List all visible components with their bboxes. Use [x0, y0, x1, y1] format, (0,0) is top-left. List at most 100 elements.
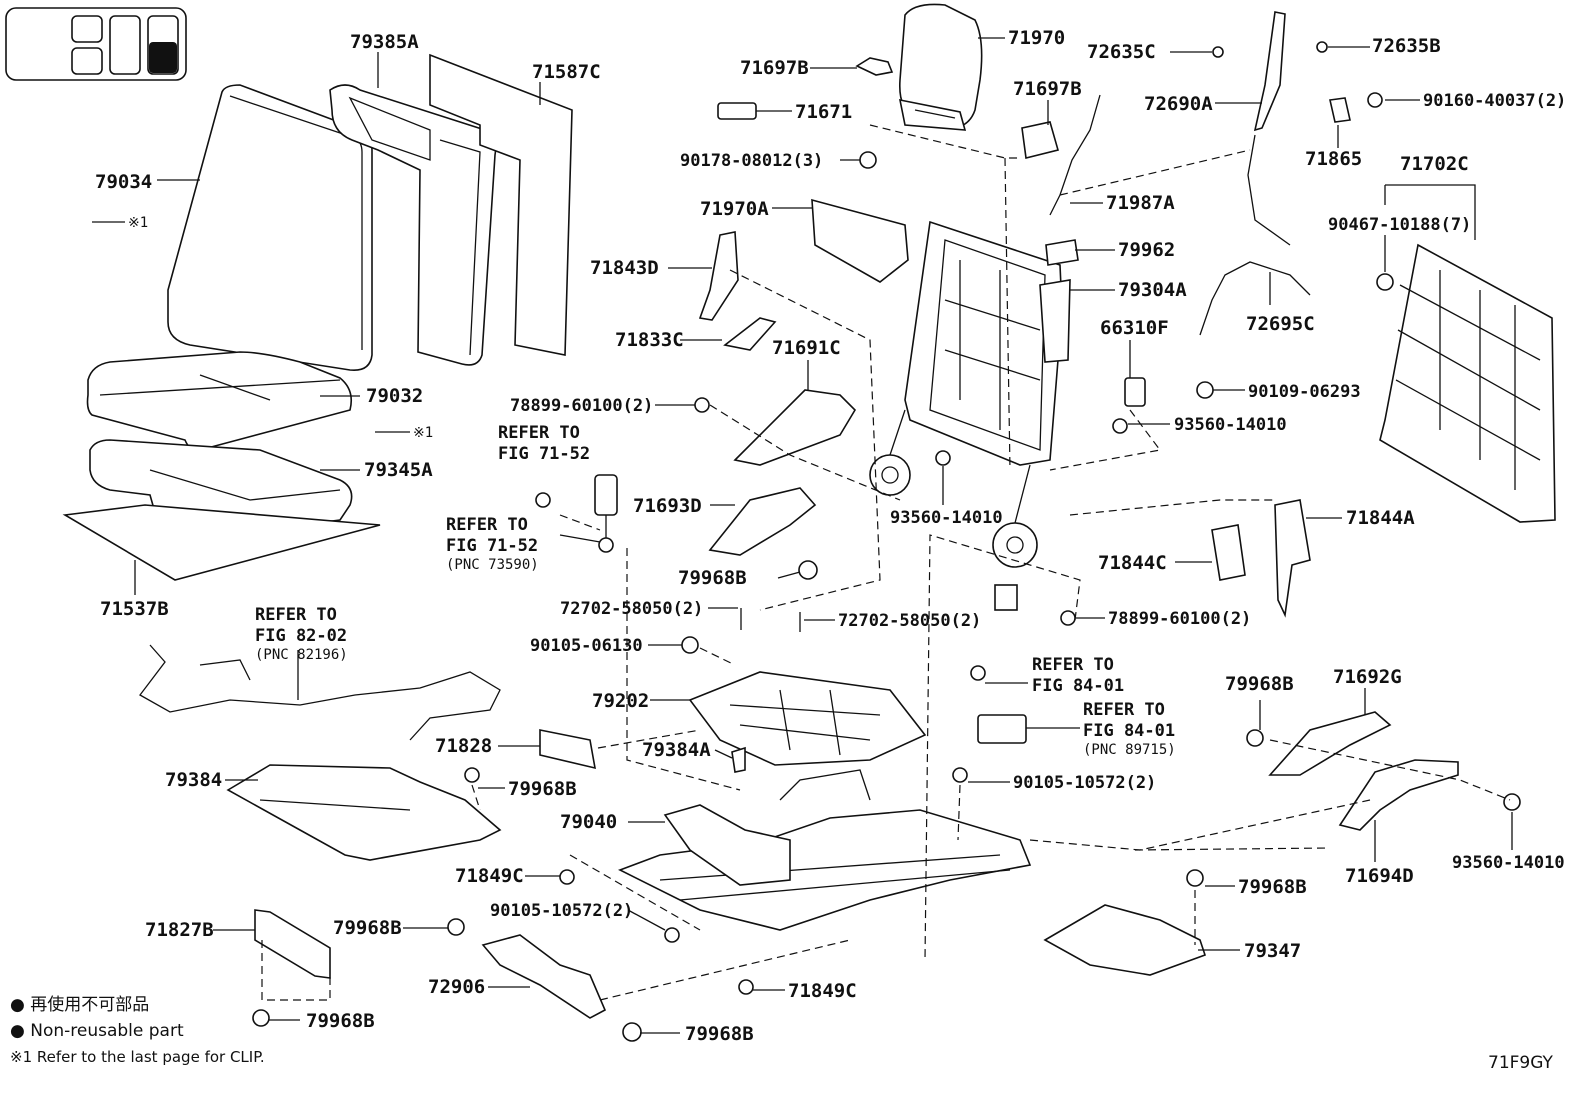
refer-3-line1: REFER TO: [255, 605, 337, 625]
label-71671: 71671: [795, 101, 852, 123]
refer-2-line1: REFER TO: [446, 515, 528, 535]
label-72695c: 72695C: [1246, 313, 1315, 335]
refer-5-line1: REFER TO: [1083, 700, 1165, 720]
clip-79968b-upper: [798, 560, 818, 580]
label-66310f: 66310F: [1100, 317, 1169, 339]
refer-1-line1: REFER TO: [498, 423, 580, 443]
label-71865: 71865: [1305, 148, 1362, 170]
figure-code: 71F9GY: [1488, 1053, 1554, 1073]
label-93560-mid: 93560-14010: [1174, 415, 1287, 435]
label-90105-10572-lower: 90105-10572(2): [490, 901, 633, 921]
label-71843d: 71843D: [590, 257, 659, 279]
label-79962: 79962: [1118, 239, 1175, 261]
label-71692g: 71692G: [1333, 666, 1402, 688]
label-71849c-upper: 71849C: [455, 865, 524, 887]
belt-72690a: [1247, 11, 1291, 246]
label-79345a: 79345A: [364, 459, 433, 481]
label-90105-06130: 90105-06130: [530, 636, 643, 656]
screw-78899-left: [694, 397, 710, 413]
label-71828: 71828: [435, 735, 492, 757]
seatback-pad: [329, 84, 497, 366]
label-clip-1: ※1: [128, 215, 148, 231]
label-clip-2: ※1: [413, 425, 433, 441]
seatback-frame: [869, 220, 1063, 611]
cover-71843d: [698, 231, 739, 321]
clip-79968b-low-left: [252, 1009, 270, 1027]
cover-71691c: [733, 389, 857, 466]
clip-79968b-mid: [464, 767, 480, 783]
label-93560-left: 93560-14010: [890, 508, 1003, 528]
label-79384a: 79384A: [642, 739, 711, 761]
label-90467: 90467-10188(7): [1328, 215, 1471, 235]
clip-90467: [1376, 273, 1394, 291]
block-79962: [1045, 239, 1079, 266]
screw-78899-right: [1060, 610, 1076, 626]
clip-79968b-right: [1246, 729, 1264, 747]
bracket-71827b: [254, 909, 331, 979]
headrest: [898, 3, 983, 131]
bolt-90105-10572-right: [952, 767, 968, 783]
bracket-79304a: [1039, 279, 1071, 363]
cover-71693d: [708, 487, 817, 556]
legend-clip-note: ※1 Refer to the last page for CLIP.: [10, 1048, 265, 1066]
legend-en: ● Non-reusable part: [10, 1021, 184, 1041]
clip-79968b-bottom: [622, 1022, 642, 1042]
bolt-90160: [1367, 92, 1383, 108]
label-78899-right: 78899-60100(2): [1108, 609, 1251, 629]
part-labels: 79385A 71587C 79034 ※1 79032 ※1 79345A 7…: [95, 27, 1566, 1045]
wire-harness-branch: [199, 659, 251, 681]
sensor-66310f: [1124, 377, 1146, 407]
label-72702-right: 72702-58050(2): [838, 611, 981, 631]
label-72635b: 72635B: [1372, 35, 1441, 57]
washer-72635b: [1316, 41, 1328, 53]
screw-90109: [1196, 381, 1214, 399]
screw-93560-mid: [1112, 418, 1128, 434]
bolt-90105-06130: [681, 636, 699, 654]
seat-under-cover: [226, 764, 502, 861]
seat-position-icon: [5, 7, 187, 81]
label-79032: 79032: [366, 385, 423, 407]
label-71587c: 71587C: [532, 61, 601, 83]
label-90178: 90178-08012(3): [680, 151, 823, 171]
clip-79968b-72906: [447, 918, 465, 936]
label-79040: 79040: [560, 811, 617, 833]
refer-5-line2: FIG 84-01: [1083, 721, 1175, 741]
label-71537b: 71537B: [100, 598, 169, 620]
bolt-90105-10572-lower: [664, 927, 680, 943]
seat-cushion-sheet: [62, 504, 381, 581]
label-71691c: 71691C: [772, 337, 841, 359]
cover-72906: [481, 934, 607, 1019]
bracket-71697b-right: [1021, 121, 1059, 159]
airbag-module: [977, 714, 1027, 744]
label-71987a: 71987A: [1106, 192, 1175, 214]
refer-2-pnc: (PNC 73590): [446, 557, 539, 573]
cover-71692g: [1268, 711, 1392, 776]
bracket-71697b-left: [855, 57, 894, 76]
label-79385a: 79385A: [350, 31, 419, 53]
label-72906: 72906: [428, 976, 485, 998]
clip-79384a: [731, 746, 746, 773]
screw-93560-left: [935, 450, 951, 466]
label-71844a: 71844A: [1346, 507, 1415, 529]
label-71833c: 71833C: [615, 329, 684, 351]
label-72635c: 72635C: [1087, 41, 1156, 63]
refer-2-line2: FIG 71-52: [446, 536, 538, 556]
label-71693d: 71693D: [633, 495, 702, 517]
cable-71987a: [1049, 94, 1101, 216]
label-79347: 79347: [1244, 940, 1301, 962]
label-79034: 79034: [95, 171, 152, 193]
nut-90178: [859, 151, 877, 169]
seat-adjuster: [618, 769, 1032, 931]
leader-lines: [92, 37, 1513, 1034]
label-79384: 79384: [165, 769, 222, 791]
label-79304a: 79304A: [1118, 279, 1187, 301]
belt-buckle: [594, 474, 618, 553]
label-79968b-right: 79968B: [1225, 673, 1294, 695]
label-71970: 71970: [1008, 27, 1065, 49]
cover-71833c: [723, 317, 777, 351]
label-78899-left: 78899-60100(2): [510, 396, 653, 416]
trim-71970a: [811, 198, 909, 283]
seat-cushion-cover: [86, 351, 353, 452]
label-79968b-low-left: 79968B: [306, 1010, 375, 1032]
